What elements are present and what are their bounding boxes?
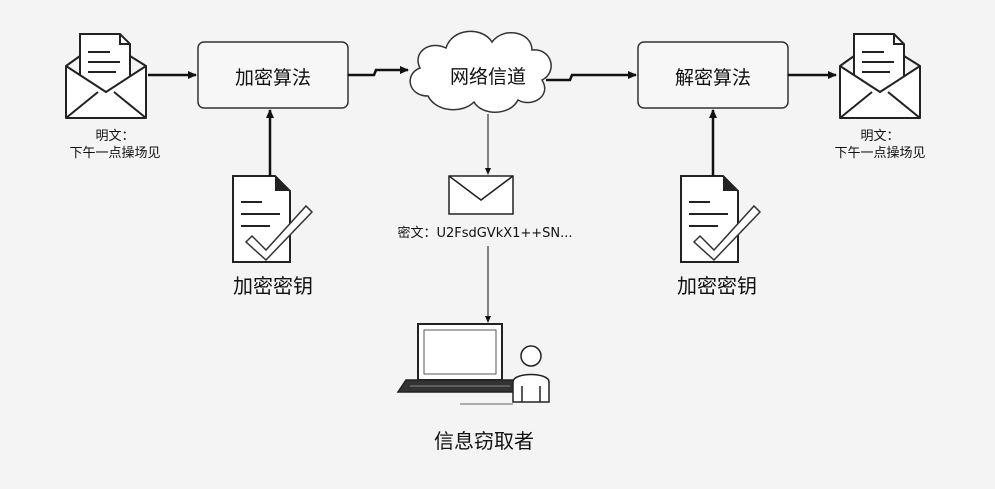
eavesdropper-label: 信息窃取者: [434, 429, 534, 453]
plaintext-right-text: 下午一点操场见: [834, 146, 926, 161]
network-channel-label: 网络信道: [449, 66, 526, 88]
eavesdropper-person-icon: [460, 345, 550, 405]
key-left-label: 加密密钥: [233, 274, 313, 298]
key-right-label: 加密密钥: [677, 274, 757, 298]
network-channel-cloud-icon: [409, 30, 552, 113]
plaintext-right-label: 明文：: [860, 129, 900, 144]
plaintext-left-text: 下午一点操场见: [69, 146, 161, 161]
ciphertext-envelope-icon: [448, 175, 514, 215]
plaintext-right: 明文： 下午一点操场见: [825, 128, 935, 162]
encryption-key-left-icon: [232, 175, 314, 263]
arrow-channel-to-decrypt: [546, 71, 637, 82]
eavesdropper-laptop-icon: [396, 323, 524, 393]
encrypt-algorithm-label: 加密算法: [234, 67, 311, 89]
arrow-encrypt-to-channel: [348, 66, 409, 77]
ciphertext-label: 密文：U2FsdGVkX1++SN...: [397, 226, 573, 241]
plaintext-left: 明文： 下午一点操场见: [60, 128, 170, 162]
decrypt-algorithm-label: 解密算法: [674, 67, 751, 89]
plaintext-envelope-left-icon: [65, 33, 147, 119]
encryption-key-right-icon: [680, 175, 762, 263]
plaintext-envelope-right-icon: [839, 33, 921, 119]
plaintext-left-label: 明文：: [95, 129, 135, 144]
